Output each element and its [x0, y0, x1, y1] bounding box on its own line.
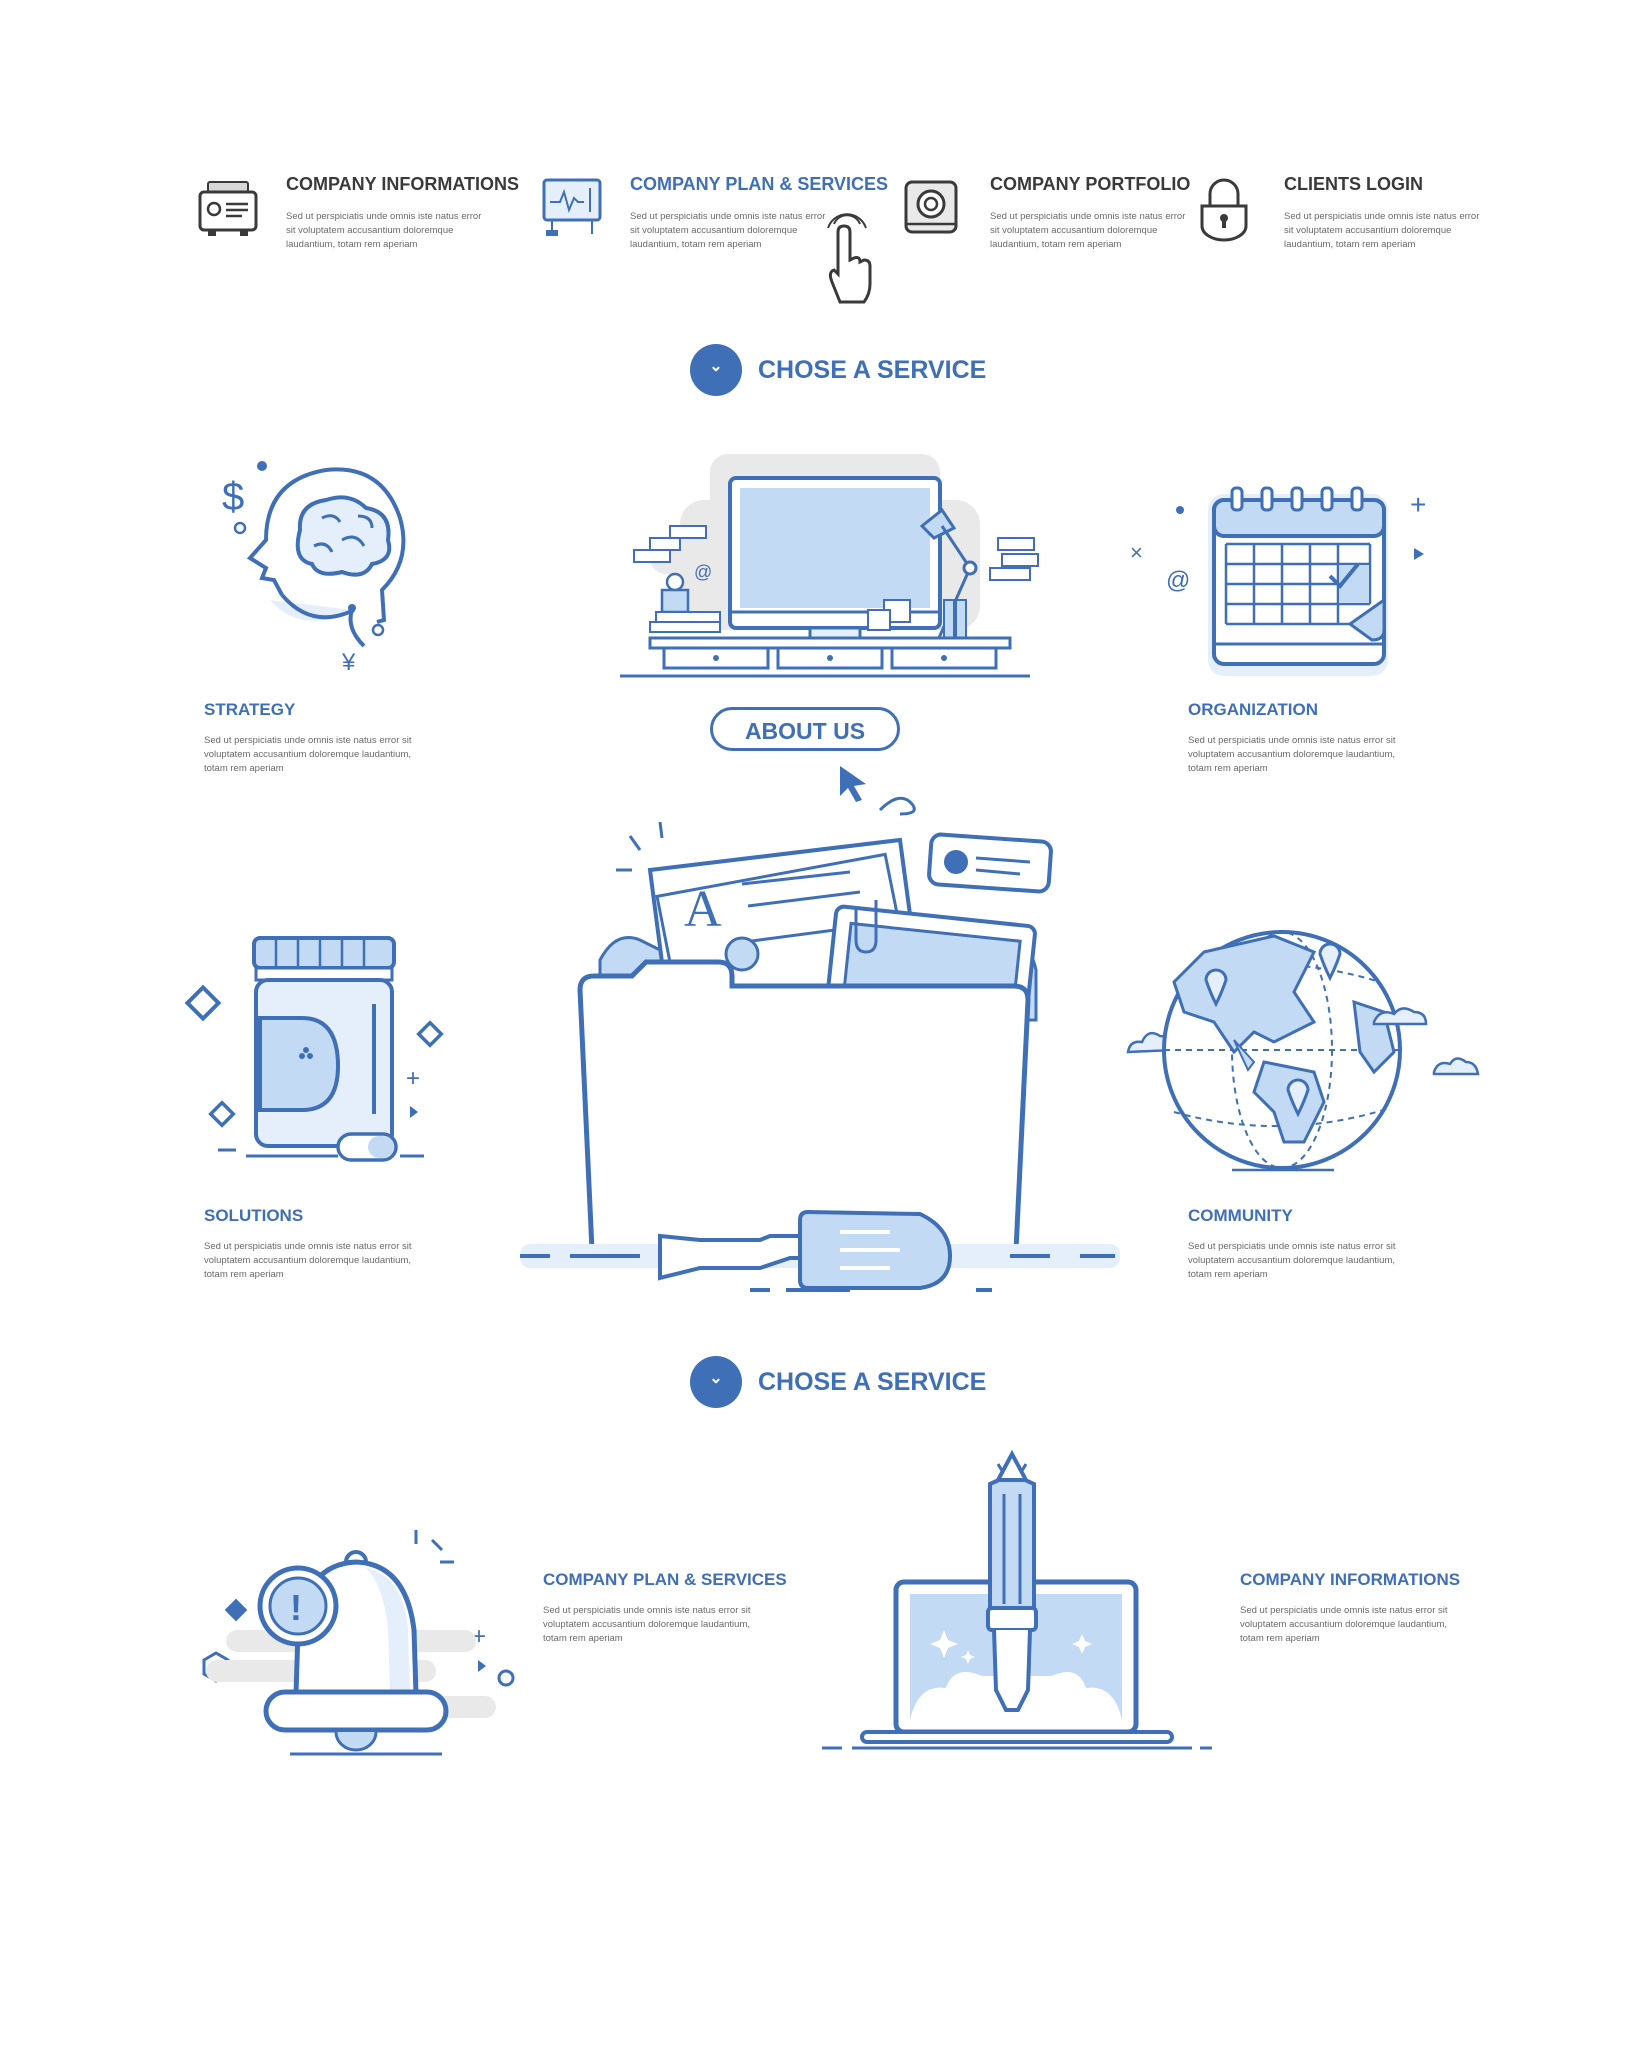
camera-icon	[904, 180, 958, 234]
nav-title: COMPANY INFORMATIONS	[286, 174, 519, 194]
section-title: CHOSE A SERVICE	[758, 356, 987, 384]
service-title-organization: ORGANIZATION	[1188, 700, 1319, 719]
hand-pointer-icon	[827, 213, 872, 304]
plus-symbol: +	[1410, 489, 1426, 520]
id-card-icon	[198, 181, 258, 236]
service-title-plan-services: COMPANY PLAN & SERVICES	[543, 1570, 787, 1589]
times-symbol: ×	[1130, 540, 1143, 565]
nav-description: Sed ut perspiciatis unde omnis iste natu…	[630, 211, 826, 250]
chevron-down-icon: ⌄	[709, 1370, 723, 1387]
globe-icon	[1126, 930, 1480, 1172]
at-symbol: @	[1166, 567, 1190, 594]
bell-alert-icon: + !	[202, 1530, 515, 1756]
dollar-symbol: $	[222, 475, 244, 519]
laptop-pencil-icon	[822, 1449, 1212, 1750]
chevron-down-button[interactable]: ⌄	[690, 1356, 742, 1408]
padlock-icon	[1200, 178, 1248, 242]
service-title-community: COMMUNITY	[1188, 1206, 1293, 1225]
service-desc-informations: Sed ut perspiciatis unde omnis iste natu…	[1240, 1605, 1448, 1644]
chevron-down-button[interactable]: ⌄	[690, 344, 742, 396]
letter-a-symbol: A	[684, 881, 722, 938]
nav-title: COMPANY PLAN & SERVICES	[630, 174, 889, 194]
medicine-bottle-icon: +	[184, 936, 444, 1162]
nav-description: Sed ut perspiciatis unde omnis iste natu…	[990, 211, 1186, 250]
section-title: CHOSE A SERVICE	[758, 1368, 987, 1396]
yen-symbol: ¥	[341, 649, 356, 676]
service-title-solutions: SOLUTIONS	[204, 1206, 304, 1225]
service-desc-community: Sed ut perspiciatis unde omnis iste natu…	[1188, 1241, 1396, 1280]
nav-title: CLIENTS LOGIN	[1284, 174, 1423, 194]
cursor-arrow-icon	[840, 766, 866, 802]
exclamation-symbol: !	[290, 1587, 302, 1628]
monitor-plug-icon	[542, 178, 602, 236]
calendar-icon: × @ +	[1130, 486, 1426, 676]
service-desc-solutions: Sed ut perspiciatis unde omnis iste natu…	[204, 1241, 412, 1280]
service-desc-organization: Sed ut perspiciatis unde omnis iste natu…	[1188, 735, 1396, 774]
service-desc-plan-services: Sed ut perspiciatis unde omnis iste natu…	[543, 1605, 751, 1644]
service-title-informations: COMPANY INFORMATIONS	[1240, 1570, 1461, 1589]
about-us-label: ABOUT US	[744, 718, 866, 744]
brain-head-icon: $ ¥	[222, 461, 406, 676]
desktop-computer-icon: @	[620, 454, 1039, 678]
chevron-down-icon: ⌄	[709, 358, 723, 375]
about-us-button[interactable]: ABOUT US	[710, 707, 900, 751]
service-desc-strategy: Sed ut perspiciatis unde omnis iste natu…	[204, 735, 412, 774]
plus-symbol: +	[406, 1065, 420, 1092]
at-symbol: @	[694, 562, 712, 582]
nav-description: Sed ut perspiciatis unde omnis iste natu…	[286, 211, 482, 250]
folder-documents-icon: A	[520, 796, 1120, 1292]
service-title-strategy: STRATEGY	[204, 700, 296, 719]
nav-title: COMPANY PORTFOLIO	[990, 174, 1191, 194]
nav-description: Sed ut perspiciatis unde omnis iste natu…	[1284, 211, 1480, 250]
